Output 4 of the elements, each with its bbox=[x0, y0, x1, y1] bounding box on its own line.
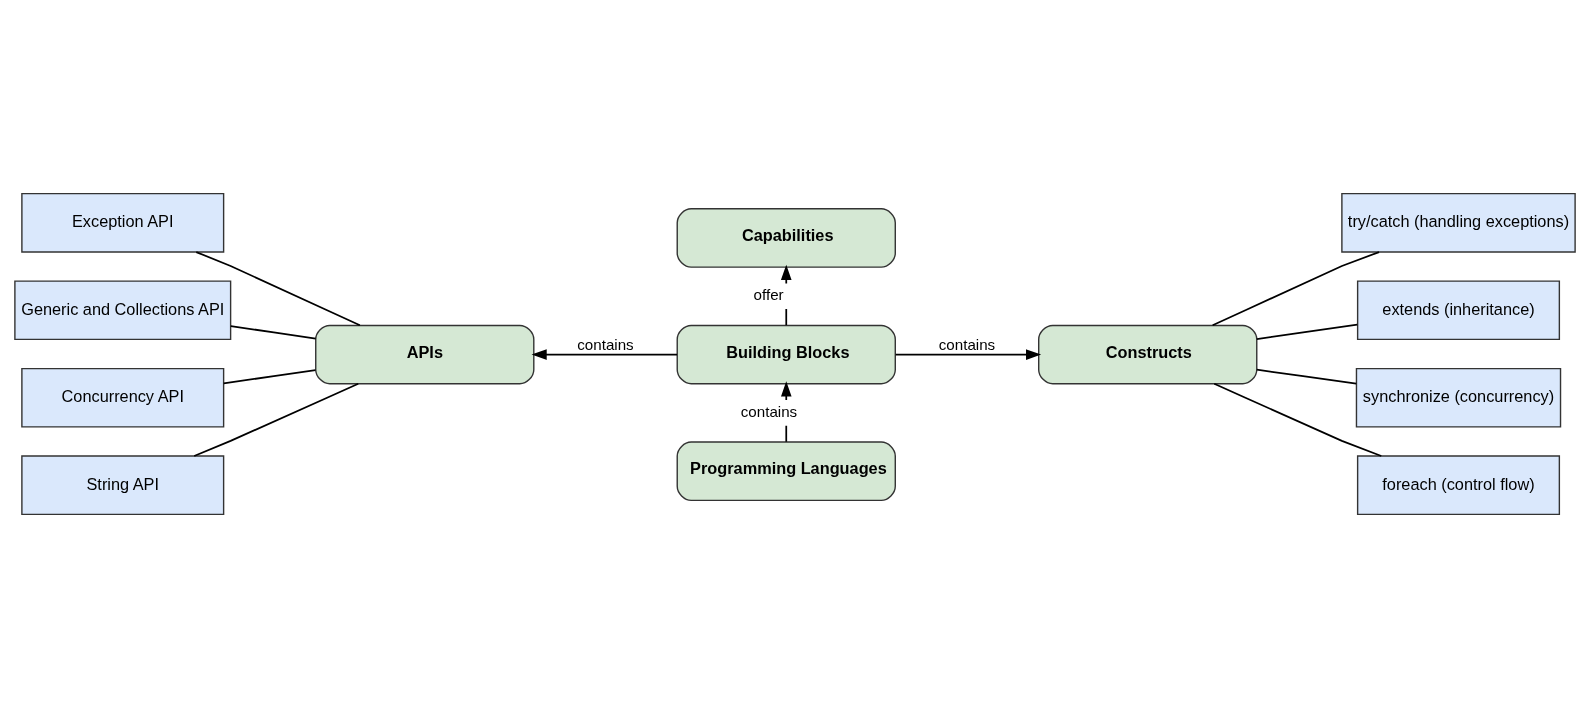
edge-label: contains bbox=[740, 402, 798, 420]
edge-label: contains bbox=[577, 336, 634, 354]
edge-label: contains bbox=[938, 336, 996, 354]
edge-label: offer bbox=[753, 286, 784, 304]
